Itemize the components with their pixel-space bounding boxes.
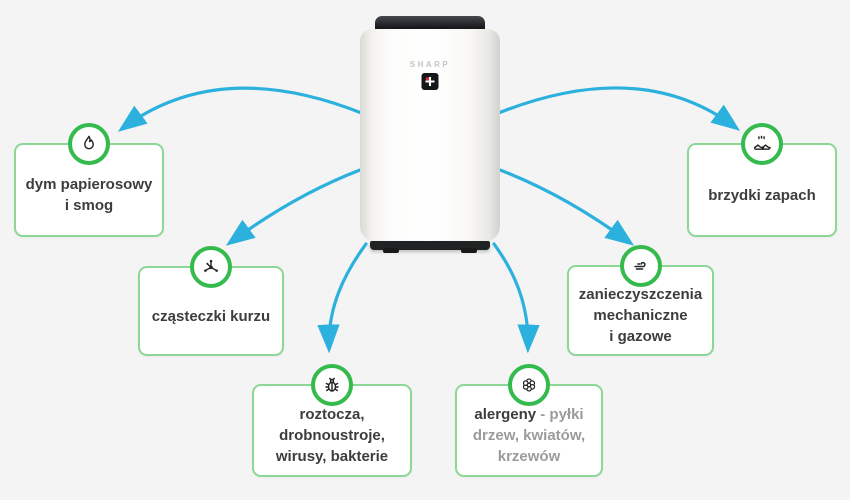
box-microbes-line: roztocza, xyxy=(299,406,365,423)
box-odor: brzydki zapach xyxy=(687,123,837,237)
box-allergens: alergeny - pyłki drzew, kwiatów, krzewów xyxy=(455,364,603,477)
box-dust: cząsteczki kurzu xyxy=(138,246,284,356)
odor-icon xyxy=(741,123,783,165)
arrow-to-pollution-box xyxy=(498,168,635,246)
box-smog-line: dym papierosowy xyxy=(25,176,153,193)
box-dust-line: cząsteczki kurzu xyxy=(151,307,271,325)
purifier-foot-left xyxy=(383,248,399,253)
box-microbes-line: wirusy, bakterie xyxy=(275,448,389,465)
arrow-to-allergens-box xyxy=(492,242,540,354)
arrow-to-smog-box xyxy=(117,86,366,132)
box-odor-line: brzydki zapach xyxy=(708,186,816,204)
gas-icon xyxy=(619,245,662,287)
box-pollution-line: zanieczyszczenia xyxy=(578,286,703,303)
arrow-to-microbes-box xyxy=(317,242,368,354)
purifier-body: SHARP xyxy=(360,29,500,242)
box-microbes: roztocza, drobnoustroje, wirusy, bakteri… xyxy=(252,364,412,477)
box-smog: dym papierosowy i smog xyxy=(14,123,164,237)
air-purifier: SHARP xyxy=(358,12,502,253)
arrow-to-dust-box xyxy=(225,168,362,246)
brand-label: SHARP xyxy=(409,60,451,69)
plasmacluster-logo-icon xyxy=(421,73,439,90)
box-pollution: zanieczyszczenia mechaniczne i gazowe xyxy=(567,245,714,356)
box-pollution-line: i gazowe xyxy=(609,328,672,345)
particles-icon xyxy=(190,246,232,288)
box-allergens-detail: - pyłki drzew, kwiatów, krzewów xyxy=(472,406,586,465)
box-pollution-line: mechaniczne xyxy=(593,307,688,324)
flower-icon xyxy=(508,364,550,406)
purifier-base xyxy=(370,241,490,253)
arrow-to-odor-box xyxy=(494,86,741,131)
flame-icon xyxy=(68,123,110,165)
mite-icon xyxy=(311,364,353,406)
purifier-foot-right xyxy=(461,248,477,253)
box-allergens-term: alergeny xyxy=(474,406,537,423)
box-smog-line: i smog xyxy=(64,197,114,214)
box-microbes-line: drobnoustroje, xyxy=(279,427,385,444)
